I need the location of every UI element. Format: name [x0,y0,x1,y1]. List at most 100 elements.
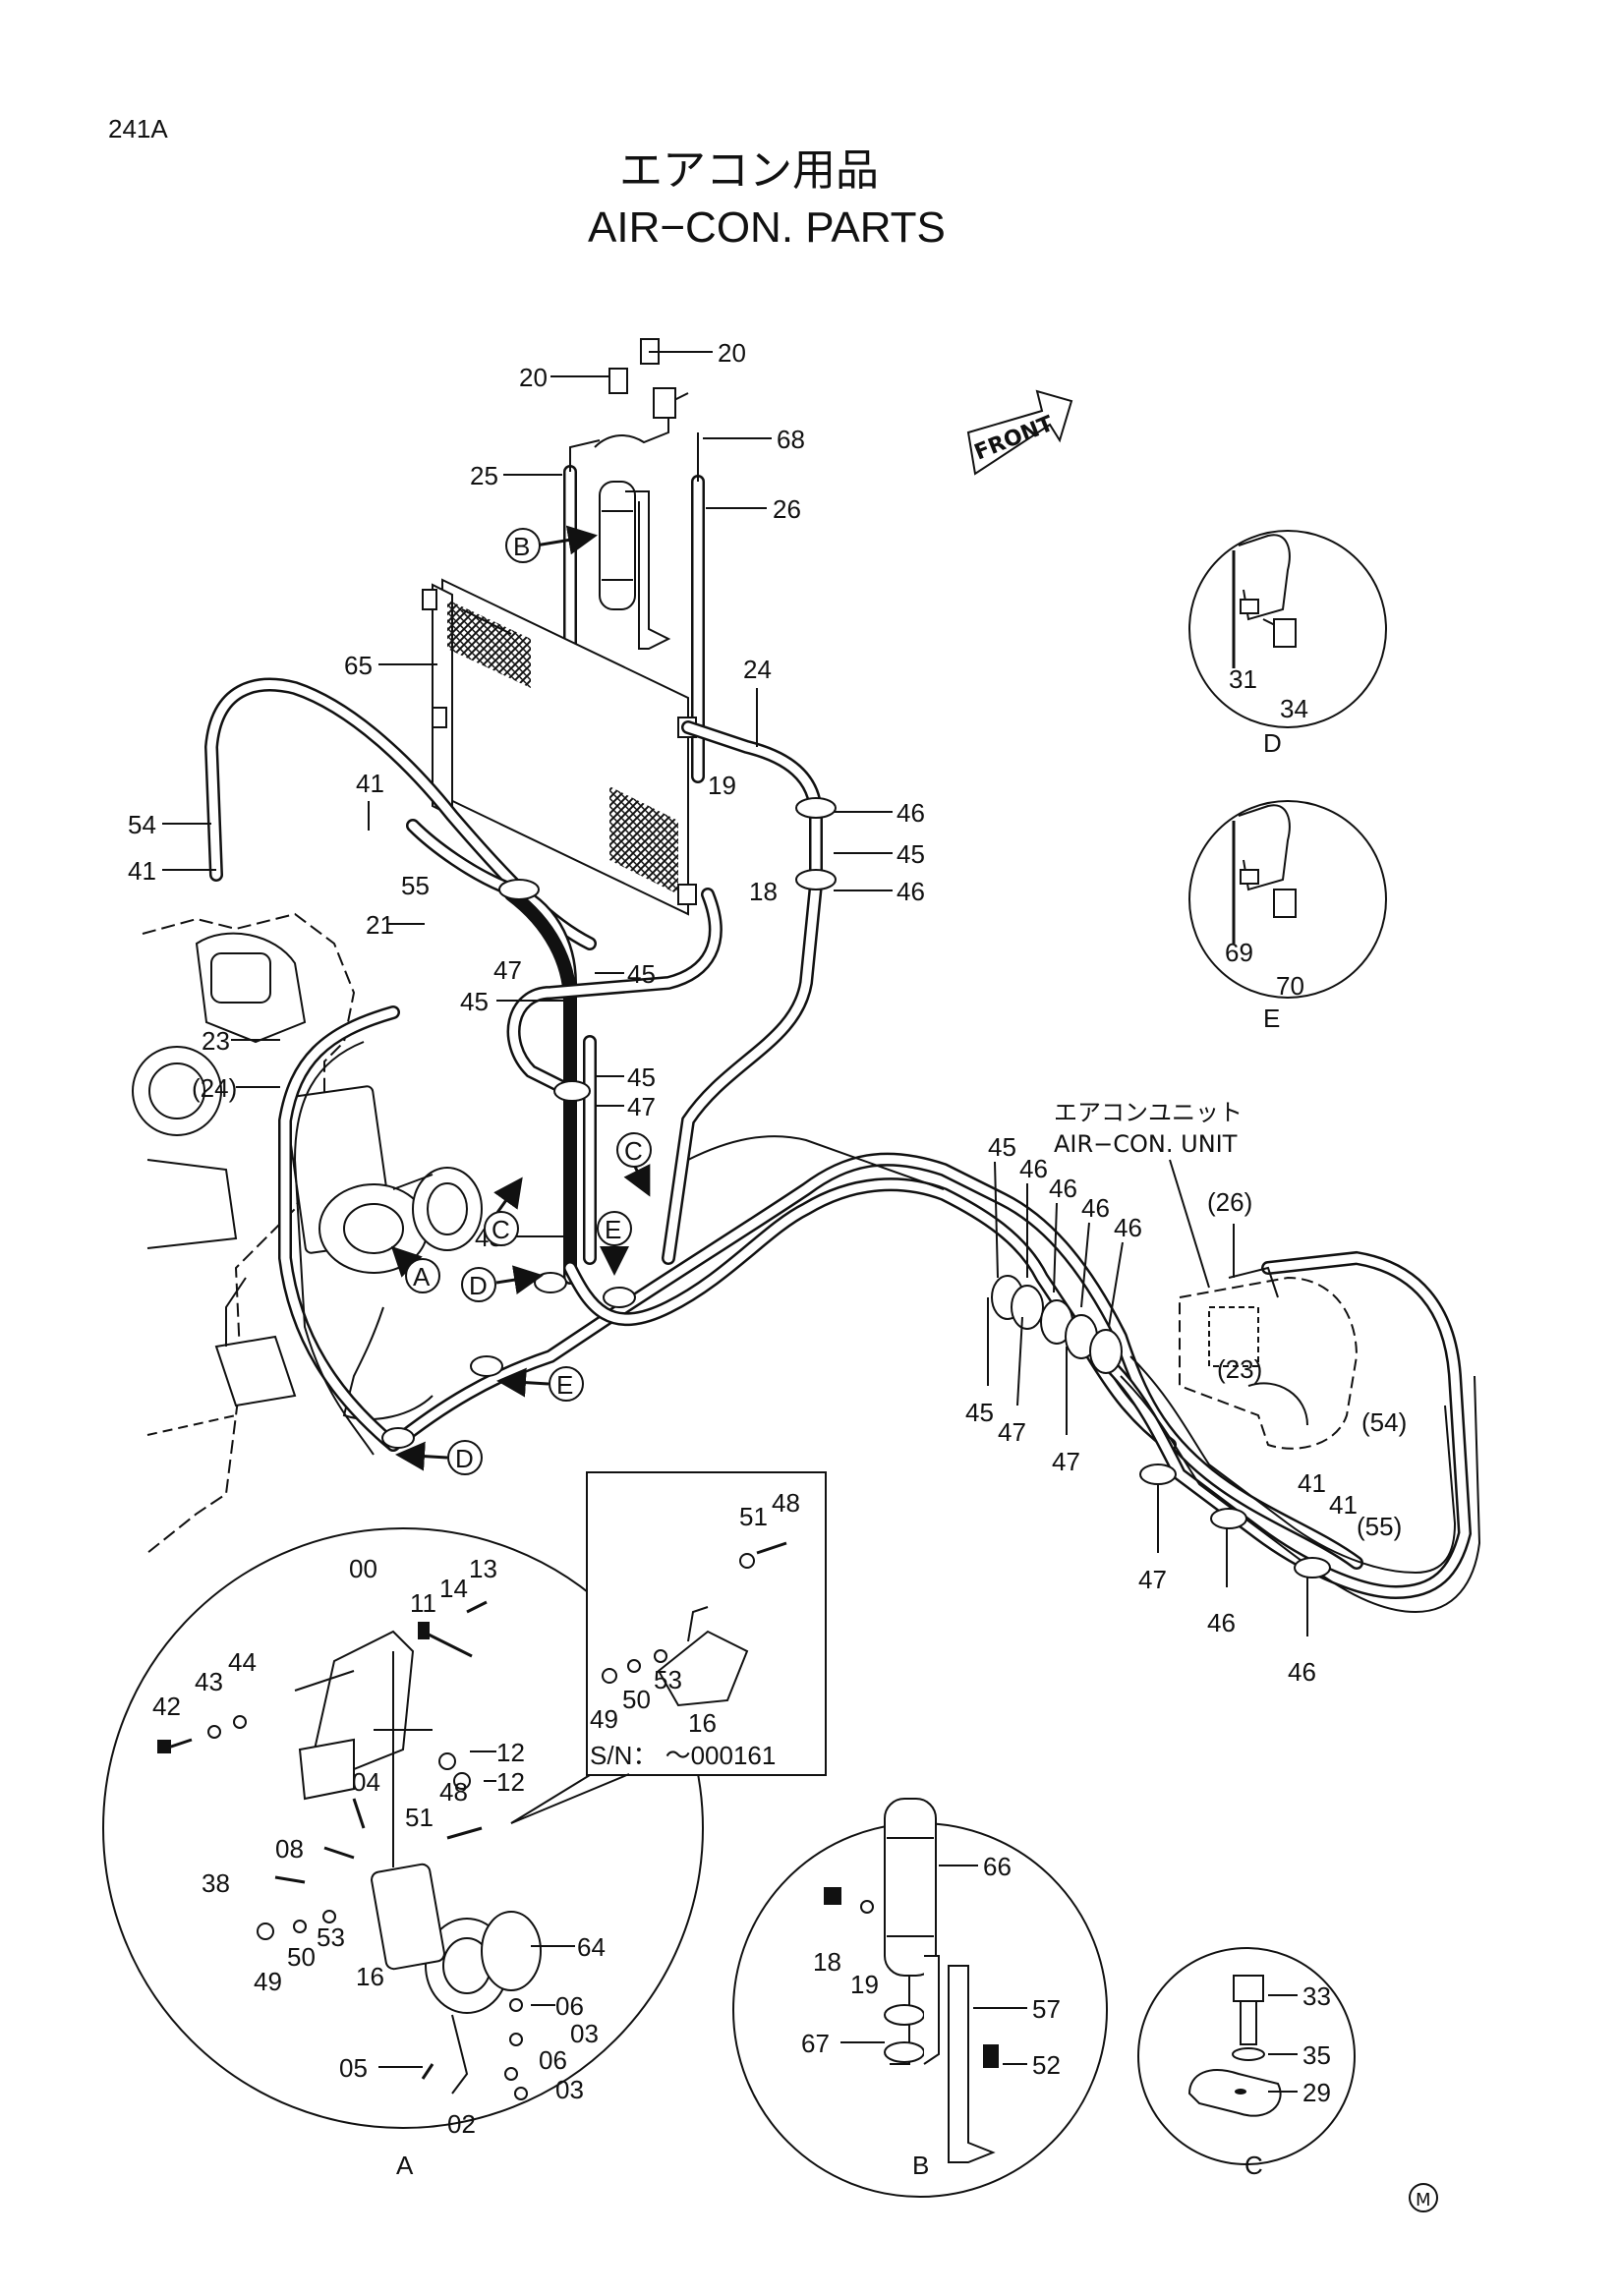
page-code: 241A [108,114,168,144]
unit-callout-41a: 41 [1298,1468,1326,1498]
unit-callout-46e: 46 [1207,1608,1236,1637]
sn-inset-49: 49 [590,1704,618,1734]
callout-26: 26 [773,494,801,524]
title-japanese: エアコン用品 [619,146,879,195]
marker-e1: E [605,1215,621,1244]
callout-41b: 41 [356,769,384,798]
detail-a-50: 50 [287,1942,316,1972]
unit-callout-46a: 46 [1019,1154,1048,1183]
unit-callout-46b: 46 [1049,1174,1077,1203]
callout-25: 25 [470,461,498,490]
callout-41a: 41 [128,856,156,886]
detail-d: 31 34 D [1188,530,1387,758]
callout-20b: 20 [519,363,548,392]
detail-e-70: 70 [1276,971,1304,1001]
detail-a-00: 00 [349,1554,377,1583]
callout-45c: 45 [460,987,489,1016]
detail-a-04: 04 [352,1767,380,1797]
detail-a-06b: 06 [539,2045,567,2075]
hose-lines [203,677,1481,1614]
detail-c: 33 35 29 C [1137,1947,1356,2180]
detail-b-label: B [912,2151,929,2180]
unit-callout-47a: 47 [998,1417,1026,1447]
callout-46a: 46 [897,798,925,828]
serial-number-inset: 51 48 49 50 53 16 S/N： ～000161 [510,1471,827,1824]
detail-b-18: 18 [813,1947,841,1977]
detail-c-29: 29 [1302,2078,1331,2107]
unit-callout-46c: 46 [1081,1193,1110,1223]
front-arrow-icon: FRONT [966,389,1073,476]
detail-d-34: 34 [1280,694,1308,723]
detail-a-06a: 06 [555,1991,584,2021]
callout-21: 21 [366,910,394,940]
callout-55: 55 [401,871,430,900]
callout-68: 68 [777,425,805,454]
detail-a-38: 38 [202,1868,230,1898]
callout-24: 24 [743,655,772,684]
detail-a-03a: 03 [570,2019,599,2048]
detail-a-02: 02 [447,2109,476,2139]
marker-c2: C [624,1136,643,1166]
marker-a: A [413,1262,431,1292]
callout-46b: 46 [897,877,925,906]
detail-b-19: 19 [850,1970,879,1999]
unit-callout-46d: 46 [1114,1213,1142,1242]
detail-a-11: 11 [410,1588,436,1618]
callout-18: 18 [749,877,778,906]
detail-b-52: 52 [1032,2050,1061,2080]
detail-a-14: 14 [439,1574,468,1603]
detail-a-43: 43 [195,1667,223,1696]
detail-a-08: 08 [275,1834,304,1864]
detail-a-44: 44 [228,1647,257,1677]
unit-callout-55: (55) [1357,1512,1402,1541]
detail-c-35: 35 [1302,2040,1331,2070]
detail-a-12b: 12 [496,1767,525,1797]
detail-a-49: 49 [254,1967,282,1996]
unit-callout-47b: 47 [1052,1447,1080,1476]
detail-b: 66 18 19 57 67 52 B [732,1798,1108,2198]
hose-clamps [381,797,1331,1578]
detail-a-64: 64 [577,1932,606,1962]
callout-23: 23 [202,1026,230,1056]
callout-45b: 45 [627,959,656,989]
detail-d-label: D [1263,728,1282,758]
callout-20a: 20 [718,338,746,368]
callout-47a: 47 [493,955,522,985]
detail-d-31: 31 [1229,664,1257,694]
detail-a-42: 42 [152,1692,181,1721]
unit-callout-47c: 47 [1138,1565,1167,1594]
detail-e-label: E [1263,1004,1280,1033]
sn-label: S/N： ～000161 [590,1741,776,1770]
detail-a-05: 05 [339,2053,368,2083]
sn-inset-51: 51 [739,1502,768,1531]
unit-label-en: AIR−CON. UNIT [1054,1130,1238,1158]
engine-outline [132,912,356,1554]
marker-c1: C [492,1215,510,1244]
detail-b-66: 66 [983,1852,1012,1881]
detail-e: 69 70 E [1188,800,1387,1033]
callout-47b: 47 [627,1092,656,1121]
detail-b-57: 57 [1032,1994,1061,2024]
unit-callout-23: (23) [1217,1354,1262,1384]
detail-c-33: 33 [1302,1981,1331,2011]
marker-d1: D [469,1271,488,1300]
callout-45a: 45 [897,839,925,869]
detail-c-label: C [1244,2151,1263,2180]
sn-inset-48: 48 [772,1488,800,1518]
unit-callout-41b: 41 [1329,1490,1358,1520]
callout-19: 19 [708,771,736,800]
detail-a-51: 51 [405,1803,434,1832]
compressor-main [284,1085,483,1420]
sn-inset-53: 53 [654,1665,682,1694]
detail-b-67: 67 [801,2029,830,2058]
unit-callout-46f: 46 [1288,1657,1316,1687]
sn-inset-50: 50 [622,1685,651,1714]
marker-b: B [513,532,530,561]
unit-label-jp: エアコンユニット [1054,1099,1243,1126]
condenser [422,578,697,916]
marker-d2: D [455,1444,474,1473]
callout-65: 65 [344,651,373,680]
detail-a-13: 13 [469,1554,497,1583]
unit-callout-54: (54) [1361,1407,1407,1437]
